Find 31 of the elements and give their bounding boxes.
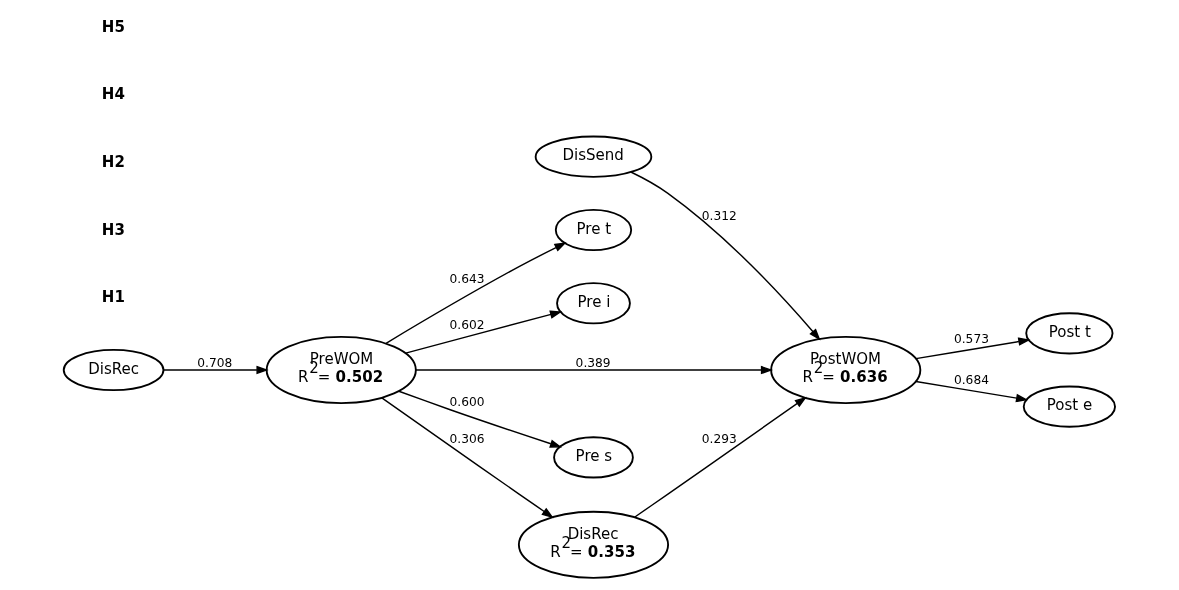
edge-label: 0.643 [449, 271, 485, 286]
label: H2 [101, 152, 125, 171]
arrow [630, 171, 821, 341]
edge-label: 0.600 [449, 395, 485, 410]
edge-label: 0.708 [197, 355, 233, 370]
edge-label: 0.389 [575, 355, 611, 370]
arrow [915, 337, 1031, 360]
edge-label: 0.602 [449, 318, 485, 333]
arrow [162, 365, 269, 375]
arrow [915, 380, 1029, 403]
node-ellipse: Post t [1025, 312, 1114, 355]
label: H1 [101, 288, 125, 307]
arrow [398, 390, 563, 448]
edge-label: 0.312 [701, 209, 737, 224]
edge-label: 0.293 [701, 431, 737, 446]
node-ellipse: Pre i [556, 282, 631, 325]
node-ellipse: DisSend [534, 135, 653, 178]
node-ellipse: DisRec [62, 348, 165, 392]
arrow [415, 365, 774, 375]
label: H4 [101, 85, 125, 104]
edge-label: 0.684 [953, 373, 989, 388]
node-ellipse: Post e [1022, 385, 1116, 428]
edge-label: 0.573 [953, 332, 989, 347]
label: H5 [101, 17, 125, 36]
arrow [405, 310, 563, 354]
arrow [381, 397, 554, 519]
arrow [385, 242, 567, 344]
label: H3 [101, 220, 125, 239]
edge-label: 0.306 [449, 431, 485, 446]
node-ellipse: Pre s [553, 436, 634, 479]
arrow [634, 396, 807, 518]
